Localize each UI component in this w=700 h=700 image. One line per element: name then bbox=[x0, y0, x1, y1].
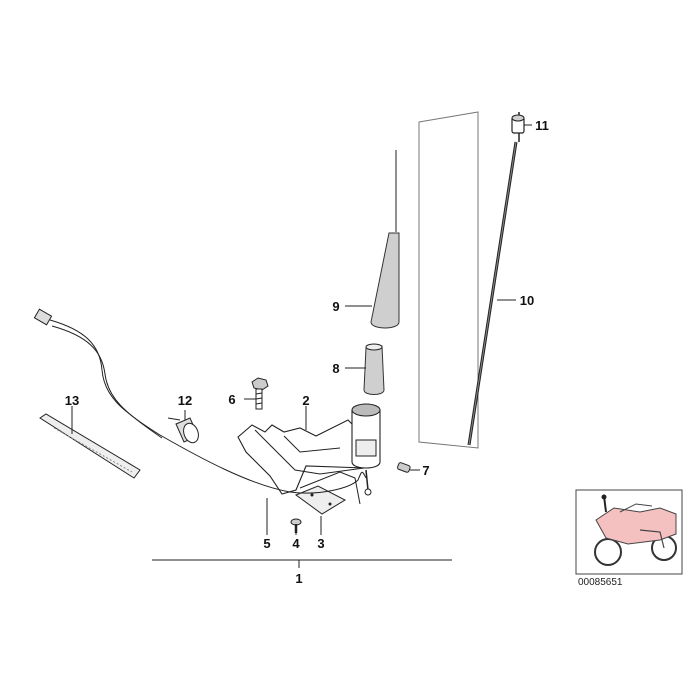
antenna-sleeve[interactable] bbox=[363, 343, 385, 395]
callout-3: 3 bbox=[317, 536, 324, 551]
set-screw[interactable] bbox=[397, 462, 411, 473]
leader-lines bbox=[71, 124, 532, 568]
callout-6: 6 bbox=[228, 392, 235, 407]
antenna-cover[interactable] bbox=[370, 150, 400, 329]
motorcycle-thumbnail: 00085651 bbox=[575, 489, 683, 588]
callout-labels: 1 2 3 4 5 6 7 8 9 10 11 12 13 bbox=[65, 118, 549, 586]
callout-4: 4 bbox=[292, 536, 300, 551]
callout-10: 10 bbox=[520, 293, 534, 308]
callout-7: 7 bbox=[422, 463, 429, 478]
callout-13: 13 bbox=[65, 393, 79, 408]
callout-9: 9 bbox=[332, 299, 339, 314]
callout-1: 1 bbox=[295, 571, 302, 586]
reference-number: 00085651 bbox=[578, 577, 623, 588]
antenna-base-mount[interactable] bbox=[351, 403, 381, 496]
callout-8: 8 bbox=[332, 361, 339, 376]
mounting-plate[interactable] bbox=[294, 485, 347, 515]
cable-tie[interactable] bbox=[39, 413, 141, 479]
callout-5: 5 bbox=[263, 536, 270, 551]
callout-2: 2 bbox=[302, 393, 309, 408]
screw[interactable] bbox=[290, 518, 302, 533]
hex-bolt[interactable] bbox=[251, 377, 269, 410]
grommet[interactable] bbox=[167, 417, 201, 445]
antenna-cable[interactable] bbox=[33, 308, 367, 505]
callout-11: 11 bbox=[535, 118, 549, 133]
antenna-mast-outline bbox=[418, 111, 479, 449]
callout-12: 12 bbox=[178, 393, 192, 408]
motorcycle-icon bbox=[594, 494, 677, 566]
antenna-cap[interactable] bbox=[511, 114, 525, 134]
